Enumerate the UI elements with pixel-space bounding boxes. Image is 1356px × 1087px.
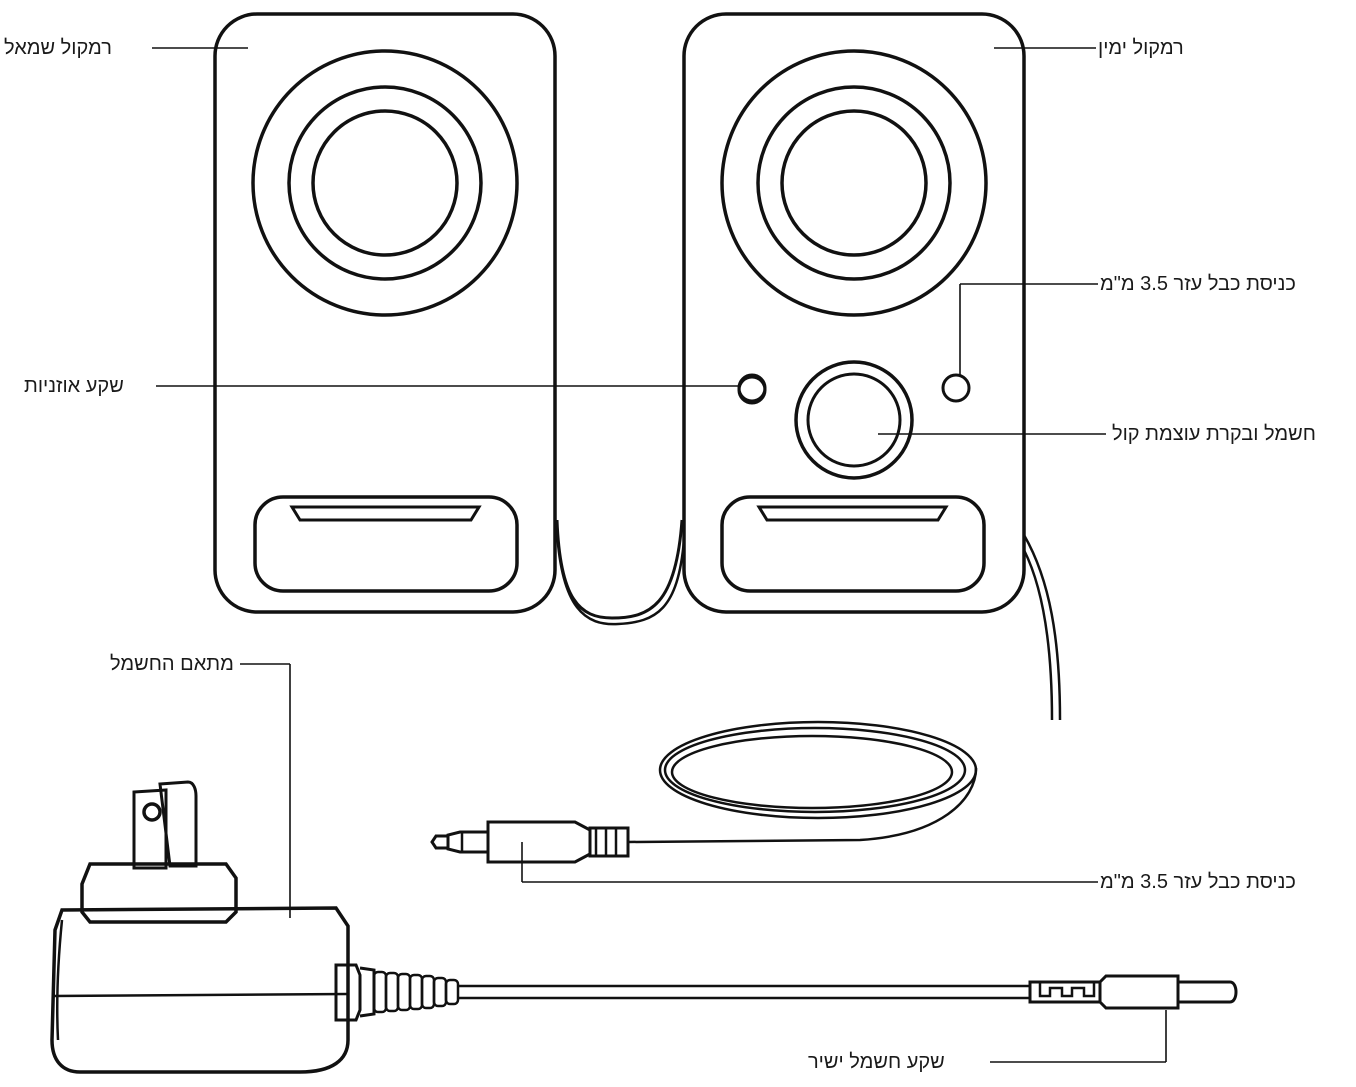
headphone-port — [737, 373, 767, 403]
label-power-volume: חשמל ובקרת עוצמת קול — [1112, 423, 1316, 445]
label-power-adapter: מתאם החשמל — [110, 653, 234, 675]
aux-cable — [430, 534, 1062, 864]
power-adapter — [50, 780, 1238, 1074]
aux-input-port — [941, 373, 971, 403]
label-right-speaker: רמקול ימין — [1098, 37, 1184, 59]
right-speaker — [682, 12, 1026, 614]
label-aux-input: כניסת כבל עזר 3.5 מ"מ — [1100, 273, 1296, 295]
label-dc-jack: שקע חשמל ישיר — [808, 1051, 945, 1073]
left-speaker — [213, 12, 767, 614]
volume-knob — [794, 360, 914, 480]
callout-lines — [152, 47, 1167, 1063]
label-left-speaker: רמקול שמאל — [4, 37, 112, 59]
label-headphone-jack: שקע אוזניות — [24, 375, 124, 397]
label-aux-cable: כניסת כבל עזר 3.5 מ"מ — [1100, 871, 1296, 893]
